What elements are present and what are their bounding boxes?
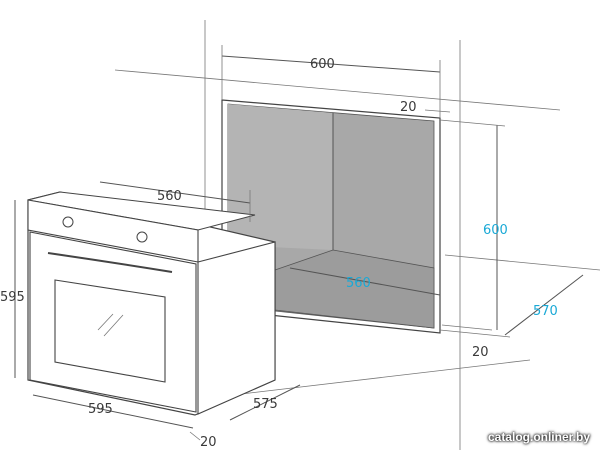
door-window — [54, 279, 166, 383]
label-gap-top: 20 — [400, 100, 417, 115]
label-niche-width: 600 — [310, 57, 335, 72]
label-niche-height: 600 — [483, 223, 508, 238]
dim-niche-height-ext-top — [439, 119, 506, 127]
label-niche-depth: 570 — [533, 304, 558, 319]
dim-front-thickness-line — [189, 431, 201, 441]
dim-oven-depth-line — [229, 384, 301, 421]
wall-shelf-line — [444, 254, 600, 271]
glass-reflection-1 — [97, 313, 114, 331]
dimension-lines — [14, 45, 584, 441]
glass-reflection-2 — [103, 314, 124, 337]
label-front-thickness: 20 — [200, 435, 217, 450]
label-gap-bottom: 20 — [472, 345, 489, 360]
label-oven-top-width: 560 — [157, 189, 182, 204]
dim-gap-top-line — [424, 109, 451, 113]
label-oven-depth: 575 — [253, 397, 278, 412]
dim-gap-bottom-line — [441, 324, 493, 331]
dim-niche-depth-line — [504, 274, 584, 336]
dim-oven-width-line — [32, 394, 194, 429]
dim-inner-width-line — [289, 267, 441, 296]
door-handle — [47, 252, 173, 273]
oven — [27, 191, 276, 416]
label-oven-height: 595 — [0, 290, 25, 305]
niche-inner-left-wall — [228, 104, 333, 250]
dim-depth-ext — [439, 329, 511, 338]
dim-oven-top-line — [99, 181, 251, 204]
knob-right-icon — [136, 231, 148, 243]
wall-lines — [114, 20, 600, 450]
dimension-labels: 600 20 600 560 570 20 560 595 595 575 20 — [0, 57, 558, 450]
oven-side-panel — [197, 241, 276, 415]
watermark: catalog.onliner.by — [487, 430, 590, 444]
wall-top-line — [114, 69, 561, 111]
floor-line — [189, 359, 531, 401]
label-inner-width: 560 — [346, 276, 371, 291]
label-oven-width: 595 — [88, 402, 113, 417]
dim-niche-width-line — [221, 55, 441, 73]
control-panel — [27, 199, 199, 263]
niche — [221, 99, 441, 334]
knob-left-icon — [62, 216, 74, 228]
